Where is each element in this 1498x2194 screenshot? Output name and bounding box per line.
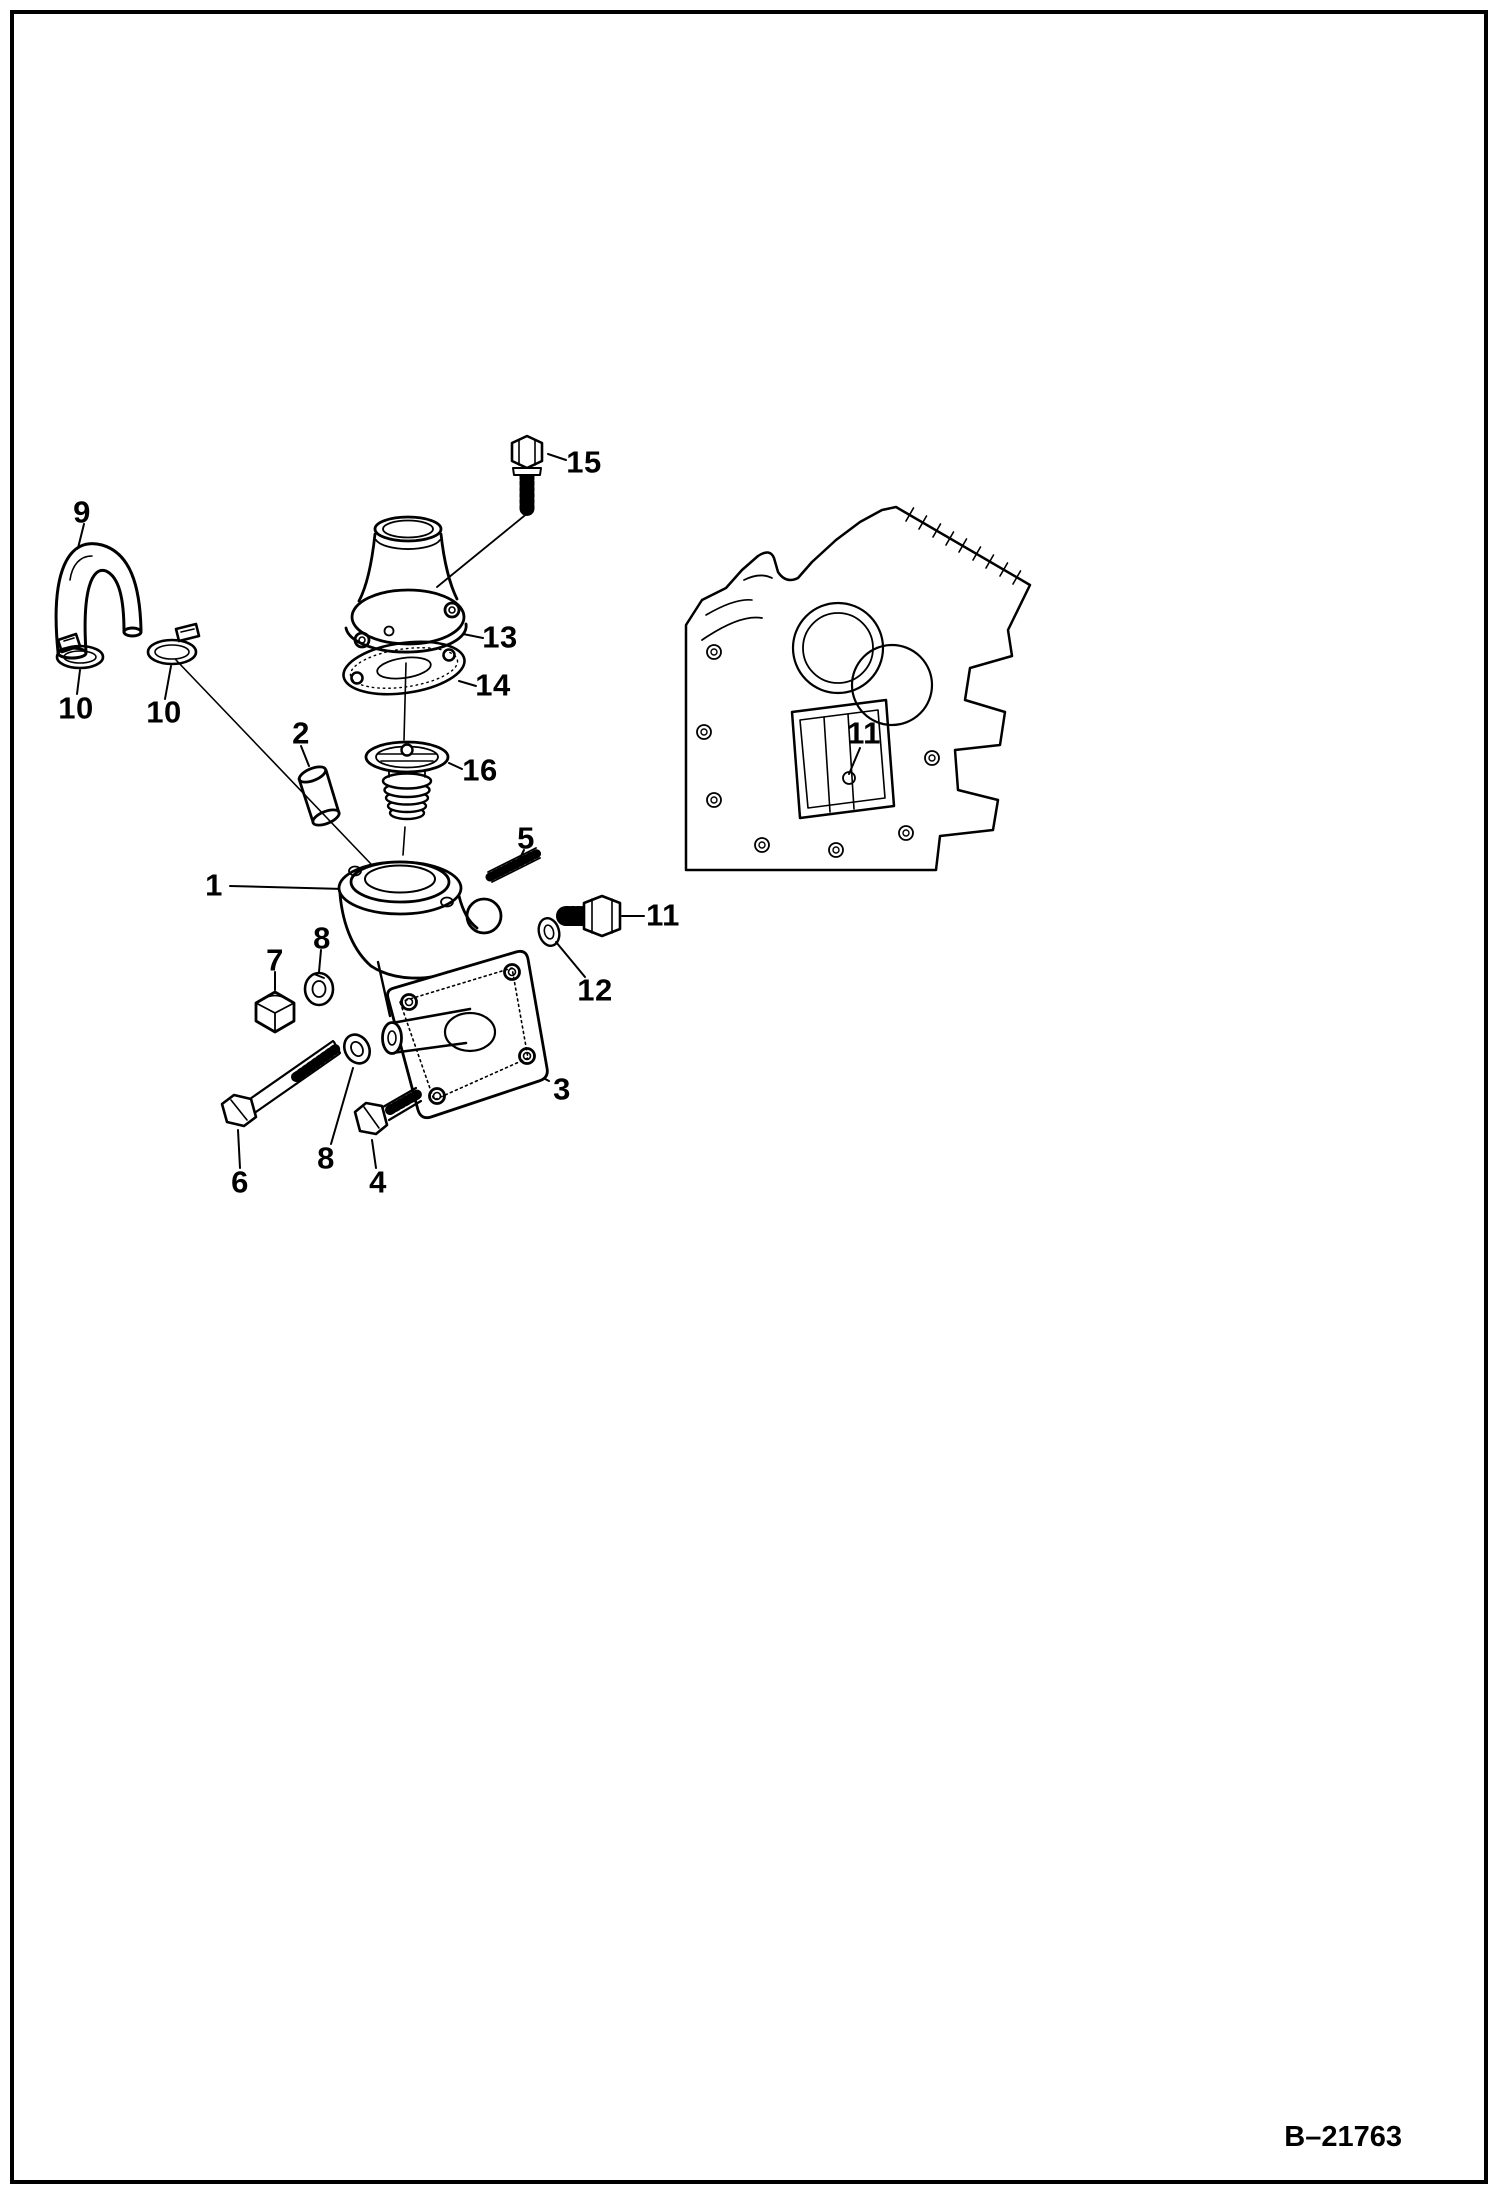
thermostat-part-16	[364, 740, 450, 821]
nut-part-7	[254, 990, 296, 1034]
washer-part-12	[537, 917, 561, 947]
callout-7: 7	[266, 942, 284, 978]
bracket-part-3	[376, 949, 549, 1120]
thermostat-housing-part-1	[337, 860, 503, 980]
cylinder-block	[684, 505, 1032, 872]
water-outlet-part-13	[344, 515, 468, 654]
drawing-number: B–21763	[1284, 2121, 1402, 2153]
bolt-part-6	[220, 1039, 342, 1128]
callout-4: 4	[369, 1164, 387, 1200]
callout-12: 12	[577, 972, 613, 1008]
hose-part-9	[54, 542, 143, 660]
callout-1: 1	[205, 867, 223, 903]
hose-clamp-left-part-10	[55, 632, 105, 670]
callout-3: 3	[553, 1071, 571, 1107]
callout-15: 15	[566, 444, 602, 480]
callout-10-right: 10	[146, 694, 182, 730]
callout-10-left: 10	[58, 690, 94, 726]
hose-clamp-right-part-10	[146, 622, 201, 666]
callout-8-lower: 8	[317, 1140, 335, 1176]
gasket-part-14	[342, 640, 466, 696]
callout-9: 9	[73, 494, 91, 530]
bolt-part-15	[510, 434, 544, 518]
callout-6: 6	[231, 1164, 249, 1200]
callout-11-plug: 11	[646, 897, 680, 933]
callout-2: 2	[292, 715, 310, 751]
washer-lower-part-8	[342, 1033, 372, 1065]
callout-8-upper: 8	[313, 920, 331, 956]
callout-14: 14	[475, 667, 511, 703]
callout-13: 13	[482, 619, 518, 655]
bolt-part-4	[353, 1086, 423, 1136]
plug-part-11	[556, 894, 622, 938]
lock-washer-upper-part-8	[303, 971, 335, 1007]
callout-11-block: 11	[847, 715, 881, 751]
stud-part-5	[485, 847, 543, 883]
tube-part-2	[297, 765, 341, 827]
page-border	[10, 10, 1488, 2184]
callout-16: 16	[462, 752, 498, 788]
callout-5: 5	[517, 820, 535, 856]
